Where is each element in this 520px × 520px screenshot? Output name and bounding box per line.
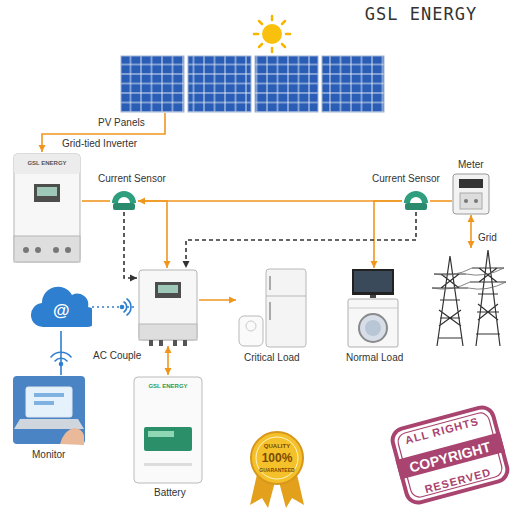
power-line [430,201,452,202]
component-caption: Grid-tied Inverter [62,138,137,150]
power-line [138,201,402,202]
connector-path [138,200,402,202]
arrow-head [164,261,171,268]
power-line [165,346,172,375]
node-picture [452,173,490,215]
node-picture [137,268,199,346]
component-caption: PV Panels [98,117,145,129]
power-line [138,198,171,269]
pv-panel-array: PV Panels [120,55,385,113]
current-sensor: Current Sensor [402,190,430,212]
connector-path [374,201,402,268]
wifi-icon [121,299,132,315]
badge-text: QUALITY [264,443,290,449]
current-sensor: Current Sensor [110,190,138,212]
cloud-symbol: @ [53,301,70,321]
device-brand: GSL ENERGY [27,160,66,166]
node-picture [12,152,82,264]
badge-text: 100% [262,452,293,464]
arrow-head [165,346,172,353]
node-picture [340,268,406,348]
arrow-head [165,368,172,375]
connector-path [430,200,452,202]
node-picture [402,190,430,212]
grid-pylons: Grid [428,248,510,348]
component-caption: Normal Load [346,352,403,364]
signal-line [183,212,417,268]
arrow-head [183,261,190,268]
arrow-head [138,198,145,205]
signal-line [124,212,137,282]
brand-watermark: GSL ENERGY [365,6,477,23]
power-line [82,201,110,202]
critical-load: Critical Load [236,268,308,348]
component-caption: Monitor [32,449,65,461]
arrow-head [130,275,137,282]
copyright-stamp [388,404,512,505]
badge-text: GUARANTEED [259,468,294,473]
node-picture [120,55,385,113]
cloud-icon: @ [30,283,92,331]
arrow-head [468,215,475,222]
battery-unit: Battery [132,375,204,485]
arrow-head [468,241,475,248]
connector-path [82,200,110,202]
arrow-head [39,145,46,152]
grid-tied-inverter: Grid-tied Inverter [12,152,82,264]
power-line [468,215,475,248]
sun-icon [254,16,290,52]
component-caption: Current Sensor [372,173,440,185]
power-line [39,113,166,152]
connector-path [138,201,167,268]
quality-badge [250,432,304,508]
power-line [199,297,236,304]
node-picture [12,375,86,445]
connector-path [42,113,165,152]
component-caption: AC Couple [93,350,141,362]
connector-path [186,212,416,268]
monitor-picture: Monitor [12,375,86,445]
node-picture [428,248,510,348]
device-brand: GSL ENERGY [148,383,187,389]
power-line [371,201,403,268]
connector-path [124,212,137,278]
component-caption: Grid [478,232,497,244]
arrow-head [229,297,236,304]
component-caption: Meter [458,159,484,171]
node-picture [236,268,308,348]
component-caption: Critical Load [244,352,300,364]
node-picture [132,375,204,485]
energy-meter: Meter [452,173,490,215]
arrow-head [371,261,378,268]
node-picture [110,190,138,212]
component-caption: Battery [154,487,186,499]
normal-load: Normal Load [340,268,406,348]
ac-couple-inverter: AC Couple [137,268,199,346]
component-caption: Current Sensor [98,173,166,185]
wifi-icon [51,352,71,365]
